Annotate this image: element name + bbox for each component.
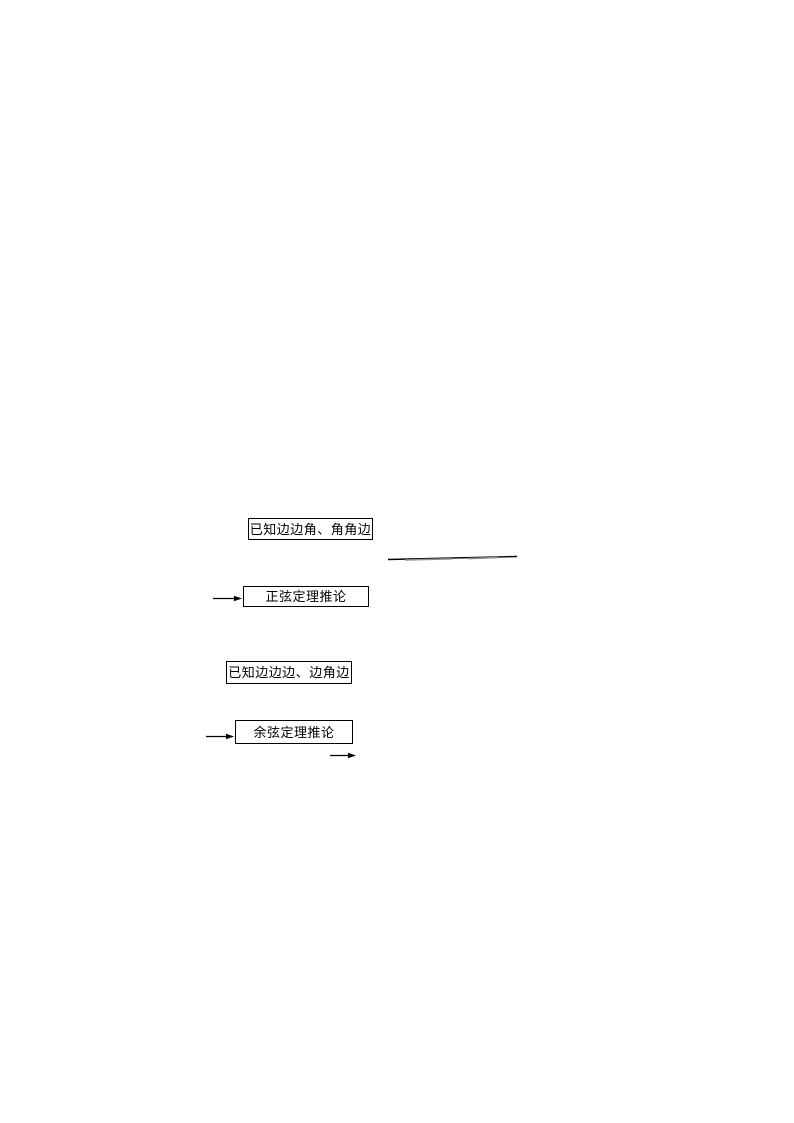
flowchart-box-known-ssa-aas: 已知边边角、角角边 [248, 518, 373, 540]
flowchart-box-known-sss-sas: 已知边边边、边角边 [226, 661, 352, 684]
flowchart-box-sine-rule-corollary: 正弦定理推论 [243, 586, 369, 607]
arrow-into-sine-rule-box-icon [213, 595, 242, 602]
arrow-stray-right-icon [330, 752, 356, 759]
divider-line-smudge-1 [404, 558, 453, 561]
divider-line [387, 555, 518, 561]
flowchart-box-cosine-rule-corollary: 余弦定理推论 [235, 720, 353, 744]
arrow-into-cosine-rule-box-icon [206, 733, 234, 740]
divider-line-smudge-2 [467, 556, 498, 560]
